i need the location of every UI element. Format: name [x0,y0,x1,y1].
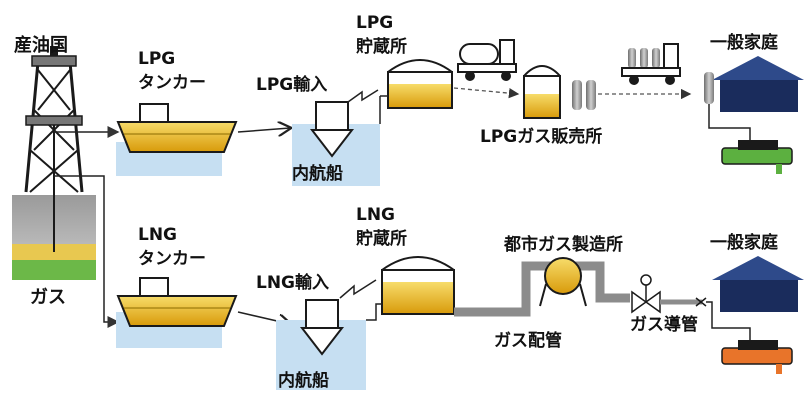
lng-coastal-ship-icon [299,299,345,356]
lng-coastal-ship-label: 内航船 [278,370,329,391]
lng-import-flow-line [339,279,377,299]
lng-household-gas-line [706,301,751,344]
delivery-truck-icon [621,43,681,85]
lng-storage-inlet-line [366,303,382,321]
lpg-import-label: LPG輸入 [256,74,327,95]
lng-tanker-icon [116,277,238,348]
lng-storage-label-line1: LNG [356,205,395,225]
lpg-household-label: 一般家庭 [710,32,778,53]
rig-to-lng-tanker-line [54,175,120,328]
gas-service-pipe-label: ガス導管 [630,314,698,335]
lng-import-label: LNG輸入 [256,272,329,293]
lpg-storage-label-line2: 貯蔵所 [356,36,407,57]
gas-stove-icon [721,340,793,374]
delivery-truck-icon [457,39,517,81]
lng-storage-label-line2: 貯蔵所 [356,228,407,249]
lng-household-label: 一般家庭 [710,232,778,253]
gas-label: ガス [30,287,66,308]
lpg-tanker-icon [116,103,238,176]
lpg-tanker-label-line1: LPG [138,49,175,69]
gas-stove-icon [721,140,793,174]
lng-tanker-label-line2: タンカー [138,249,206,269]
city-gas-plant-tank-icon [539,257,587,307]
house-icon [712,56,804,112]
valve-icon [631,274,661,314]
lpg-storage-label-line1: LPG [356,13,393,33]
producing-country-label: 産油国 [14,34,68,56]
gas-cylinder-icon [704,72,714,104]
gas-cylinder-icon [572,80,596,110]
lng-storage-tank-icon [381,256,455,315]
gas-pipeline [454,261,630,317]
lpg-storage-tank-icon [387,59,453,109]
city-gas-plant-label: 都市ガス製造所 [503,234,623,255]
oil-rig-icon [12,46,96,280]
house-icon [712,256,804,312]
lpg-household-gas-line [708,104,751,142]
lpg-coastal-ship-label: 内航船 [292,163,343,184]
gas-pipeline-label: ガス配管 [494,330,562,351]
lpg-import-flow-line [347,89,379,103]
lpg-sales-label: LPGガス販売所 [480,126,602,147]
service-valve-icon [695,297,707,307]
lpg-tanker-to-import-arrow [237,128,290,132]
lpg-coastal-ship-icon [309,101,355,158]
lpg-storage-to-sales-dashed-arrow [453,87,520,99]
lng-tanker-label-line1: LNG [138,225,177,245]
lpg-tanker-label-line2: タンカー [138,73,206,93]
lpg-sales-tank-icon [523,65,561,119]
